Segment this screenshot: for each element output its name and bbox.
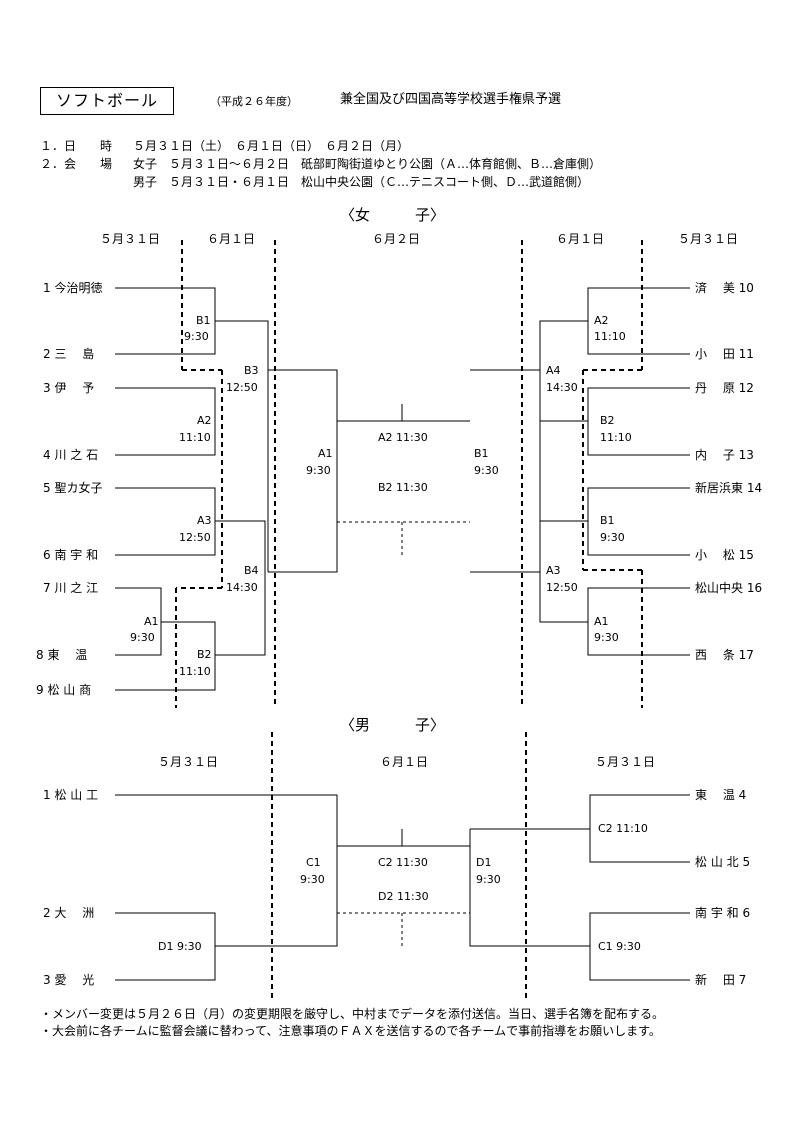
team-left: 3 愛 光	[43, 973, 95, 987]
team-left: 8 東 温	[36, 648, 88, 662]
game-time: 9:30	[476, 873, 501, 886]
team-left: 1 松 山 工	[43, 788, 99, 802]
team-right: 南 宇 和 6	[695, 906, 751, 920]
men-date-r: ５月３１日	[595, 755, 656, 769]
women-date-r1: ５月３１日	[678, 232, 739, 246]
game-time: 9:30	[306, 464, 331, 477]
game-code: A2	[594, 314, 609, 327]
note: ・大会前に各チームに監督会議に替わって、注意事項のＦＡＸを送信するので各チームで…	[40, 1024, 661, 1038]
final-bottom: B2 11:30	[378, 481, 428, 494]
team-right: 松 山 北 5	[695, 855, 751, 869]
final-top: C2 11:30	[378, 856, 428, 869]
game-code: A3	[546, 564, 561, 577]
team-right: 松山中央 16	[695, 581, 763, 595]
men-date-c: ６月１日	[380, 755, 429, 769]
game-code: A2	[197, 414, 212, 427]
team-left: 7 川 之 江	[43, 581, 99, 595]
final-top: A2 11:30	[378, 431, 428, 444]
game-code: B1	[474, 447, 489, 460]
game-time: 12:50	[546, 581, 578, 594]
game-label: C2 11:10	[598, 822, 648, 835]
team-left: 6 南 宇 和	[43, 548, 99, 562]
team-right: 小 松 15	[695, 548, 754, 562]
team-right: 新 田 7	[695, 973, 747, 987]
team-left: 1 今治明徳	[43, 281, 103, 295]
date-label: １．日 時	[40, 139, 113, 153]
team-left: 9 松 山 商	[36, 683, 92, 697]
game-time: 11:10	[179, 665, 211, 678]
sport-title: ソフトボール	[40, 87, 174, 115]
game-code: A1	[318, 447, 333, 460]
game-time: 9:30	[600, 531, 625, 544]
game-code: C1	[306, 856, 321, 869]
game-time: 9:30	[130, 631, 155, 644]
team-right: 小 田 11	[695, 347, 754, 361]
game-code: A4	[546, 364, 561, 377]
date-value: ５月３１日（土） ６月１日（日） ６月２日（月）	[133, 139, 410, 153]
game-code: D1	[476, 856, 492, 869]
team-right: 丹 原 12	[695, 381, 754, 395]
game-time: 11:10	[600, 431, 632, 444]
final-bottom: D2 11:30	[378, 890, 429, 903]
team-left: 5 聖カ女子	[43, 481, 103, 495]
team-left: 3 伊 予	[43, 381, 95, 395]
venue-men: 男子 ５月３１日・６月１日 松山中央公園（Ｃ…テニスコート側、Ｄ…武道館側）	[133, 175, 590, 189]
team-right: 東 温 4	[695, 788, 747, 802]
team-right: 内 子 13	[695, 448, 754, 462]
game-label: C1 9:30	[598, 940, 641, 953]
team-left: 2 三 島	[43, 347, 95, 361]
game-code: A1	[594, 615, 609, 628]
game-time: 9:30	[184, 330, 209, 343]
team-right: 済 美 10	[695, 281, 754, 295]
men-date-l: ５月３１日	[158, 755, 219, 769]
game-time: 11:10	[179, 431, 211, 444]
women-date-l2: ６月１日	[207, 232, 256, 246]
women-section-title: 〈女 子〉	[340, 206, 446, 224]
game-time: 9:30	[474, 464, 499, 477]
women-date-l1: ５月３１日	[100, 232, 161, 246]
game-time: 14:30	[226, 581, 258, 594]
game-time: 14:30	[546, 381, 578, 394]
team-left: 4 川 之 石	[43, 448, 99, 462]
game-time: 12:50	[226, 381, 258, 394]
game-time: 11:10	[594, 330, 626, 343]
event-title: 兼全国及び四国高等学校選手権県予選	[340, 92, 562, 107]
game-time: 9:30	[594, 631, 619, 644]
game-code: B2	[600, 414, 615, 427]
game-time: 12:50	[179, 531, 211, 544]
venue-women: 女子 ５月３１日～６月２日 砥部町陶街道ゆとり公園（Ａ…体育館側、Ｂ…倉庫側）	[133, 157, 602, 171]
team-right: 新居浜東 14	[695, 481, 763, 495]
women-date-r2: ６月１日	[556, 232, 605, 246]
game-code: B1	[196, 314, 211, 327]
game-code: B1	[600, 514, 615, 527]
women-date-c: ６月２日	[372, 232, 421, 246]
team-right: 西 条 17	[695, 648, 754, 662]
note: ・メンバー変更は５月２６日（月）の変更期限を厳守し、中村までデータを添付送信。当…	[40, 1007, 665, 1021]
game-time: 9:30	[300, 873, 325, 886]
team-left: 2 大 洲	[43, 906, 95, 920]
venue-label: ２．会 場	[40, 157, 113, 171]
game-code: A1	[144, 615, 159, 628]
game-code: A3	[197, 514, 212, 527]
men-section-title: 〈男 子〉	[340, 716, 446, 734]
year-label: （平成２６年度）	[210, 95, 298, 108]
game-code: B3	[244, 364, 259, 377]
game-code: B4	[244, 564, 259, 577]
game-label: D1 9:30	[158, 940, 202, 953]
game-code: B2	[197, 648, 212, 661]
